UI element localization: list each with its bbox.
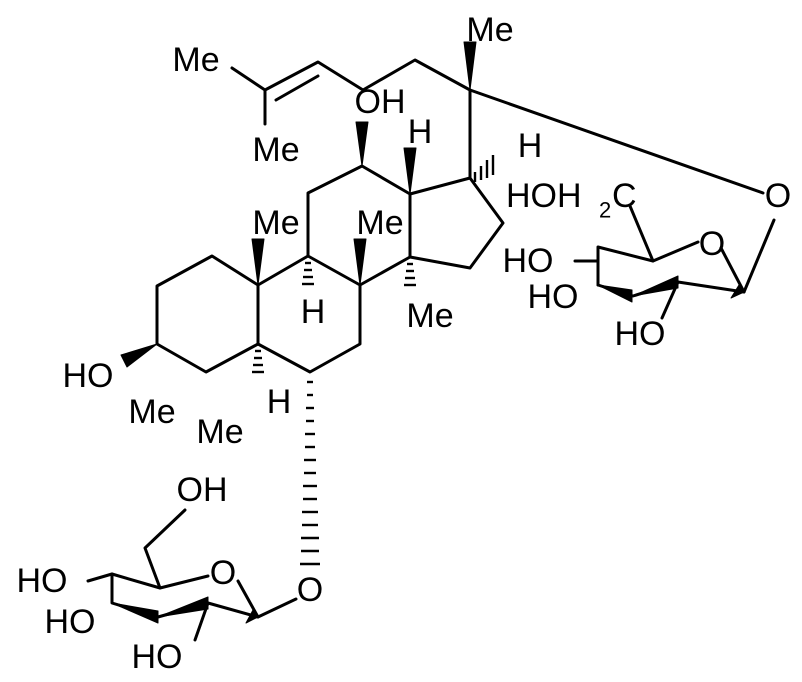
o-label-link-top: O [765,177,791,215]
oh-label-sugar2: OH [177,471,228,509]
me-label-c8: Me [356,204,403,242]
ho-label-sugar1-c: HO [615,315,666,353]
me-label-c4a: Me [128,393,175,431]
h-label-c9: H [301,293,326,331]
h-label-c13: H [408,113,433,151]
me-label-c4b: Me [196,413,243,451]
atom-labels: Me Me Me OH H H Me Me H Me HO Me Me H O … [17,11,792,676]
me-label-c14: Me [406,297,453,335]
ho-label-sugar2-c: HO [132,638,183,676]
ho-label-sugar2-a: HO [17,562,68,600]
hashed-bonds [252,155,495,566]
me-label-c10: Me [252,204,299,242]
h-label-c17: H [518,127,543,165]
ch2oh-label-sugar1-c: C [612,177,637,215]
wedge-bonds [111,41,745,624]
me-label-alkene-low: Me [252,131,299,169]
o-label-sugar2-ring: O [210,554,236,592]
o-label-link-bottom: O [297,571,323,609]
bond-lines [86,58,776,642]
h-label-c5: H [267,383,292,421]
oh-label-c12: OH [355,83,406,121]
ho-label-sugar2-b: HO [45,603,96,641]
ho-label-sugar1-a: HO [503,242,554,280]
ch2oh-label-sugar1-a: HOH [506,177,582,215]
ch2oh-label-sugar1-sub: 2 [599,198,611,223]
ho-label-sugar1-b: HO [528,278,579,316]
me-label-top: Me [466,11,513,49]
o-label-sugar1-ring: O [699,225,725,263]
me-label-alkene-left: Me [172,41,219,79]
ho-label-c3: HO [63,357,114,395]
